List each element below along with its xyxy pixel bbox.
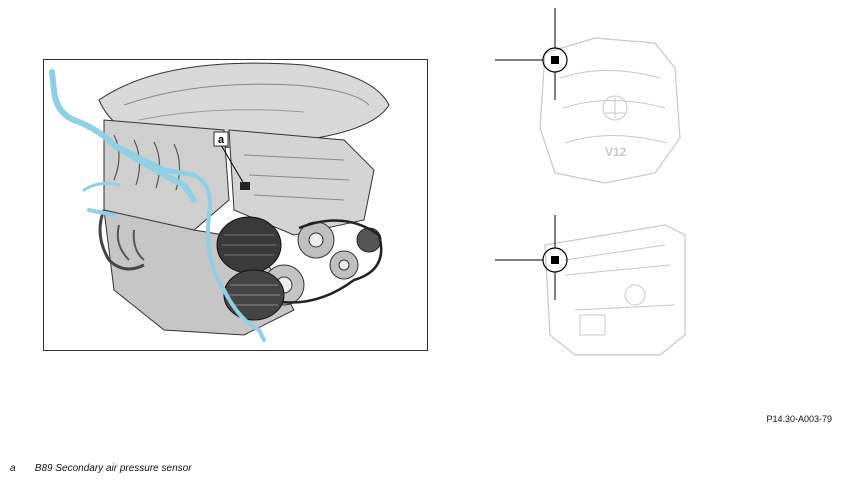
legend: a B89 Secondary air pressure sensor (10, 463, 192, 474)
sensor-marker-side (551, 256, 559, 264)
legend-key: a (10, 463, 16, 474)
sensor-marker-top (551, 56, 559, 64)
v12-badge: V12 (605, 145, 627, 159)
secondary-air-pressure-sensor (240, 182, 250, 190)
engine-illustration-frame: a (43, 59, 428, 351)
ghost-engine-top (539, 37, 681, 184)
alternator-upper (216, 216, 282, 274)
alternator-lower (223, 269, 285, 321)
locator-top-view: V12 (485, 8, 695, 198)
ghost-engine-side (544, 224, 686, 356)
locator-side-view (485, 215, 695, 365)
pulley-4 (356, 227, 382, 253)
callout-label-a: a (218, 134, 225, 146)
secondary-air-pipes (49, 69, 266, 342)
engine-illustration: a (49, 62, 390, 342)
legend-text: B89 Secondary air pressure sensor (34, 463, 192, 474)
figure-code: P14.30-A003-79 (766, 414, 832, 424)
